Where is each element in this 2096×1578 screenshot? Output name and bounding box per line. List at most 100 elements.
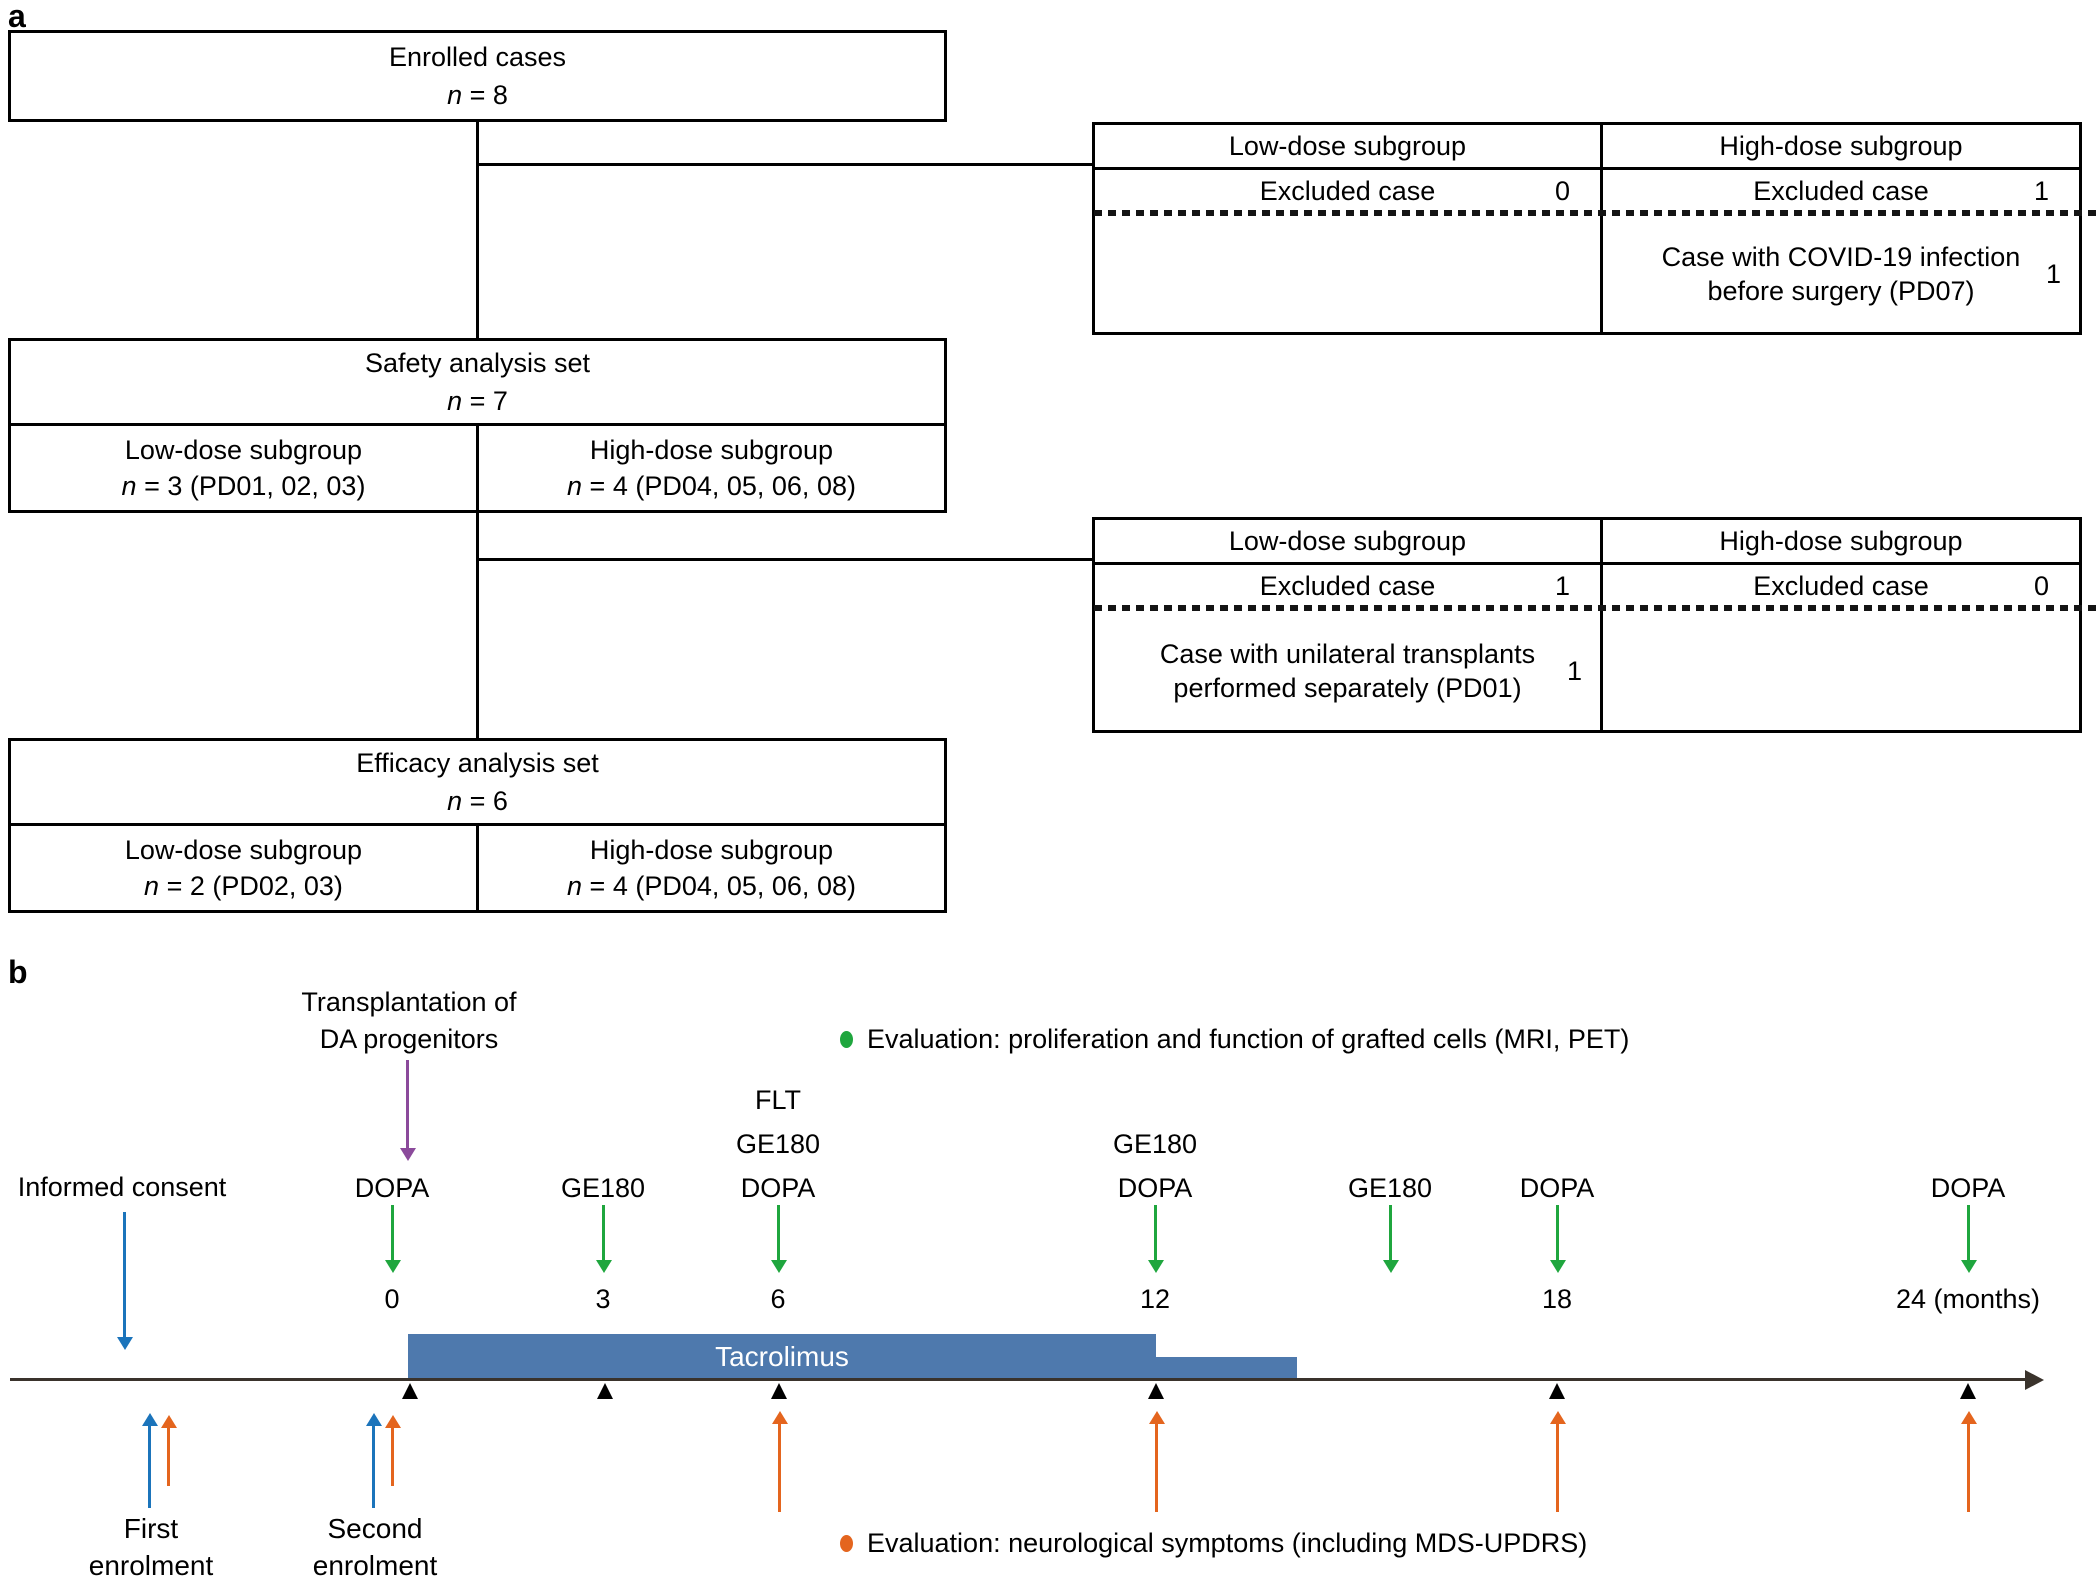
enrolled-cases-n: n = 8 bbox=[447, 80, 508, 110]
scan-arrow-icon bbox=[1967, 1205, 1970, 1260]
timeline-event-labels: DOPA bbox=[1931, 1166, 2006, 1210]
reason-line: Case with unilateral transplants bbox=[1159, 638, 1536, 669]
connector-line bbox=[476, 120, 479, 338]
row-divider bbox=[11, 423, 944, 426]
assessment-arrow-icon bbox=[1155, 1424, 1158, 1512]
enrolled-cases-box: Enrolled cases n = 8 bbox=[8, 30, 947, 122]
axis-tick-icon bbox=[771, 1383, 787, 1399]
informed-consent-label: Informed consent bbox=[17, 1172, 227, 1202]
transplant-arrow-icon bbox=[406, 1060, 409, 1148]
timeline-event-labels: GE180 bbox=[561, 1166, 645, 1210]
row-divider bbox=[11, 823, 944, 826]
subgroup-title: Low-dose subgroup bbox=[124, 435, 363, 465]
informed-consent-arrow-icon bbox=[123, 1212, 126, 1337]
scan-label: DOPA bbox=[354, 1173, 430, 1203]
scan-arrow-icon bbox=[1556, 1205, 1559, 1260]
safety-n: n = 7 bbox=[447, 386, 508, 416]
assessment-arrow-icon bbox=[391, 1428, 394, 1486]
column-divider bbox=[1600, 125, 1603, 332]
enrolment-arrow-icon bbox=[372, 1426, 375, 1508]
table1-excluded-high: Excluded case 1 bbox=[1603, 170, 2079, 212]
evaluation-bottom-text: Evaluation: neurological symptoms (inclu… bbox=[867, 1528, 1588, 1558]
subgroup-n: n = 2 (PD02, 03) bbox=[144, 871, 343, 901]
second-enrolment-label: Second enrolment bbox=[313, 1510, 438, 1578]
connector-line bbox=[479, 558, 1092, 561]
transplant-line: Transplantation of bbox=[301, 987, 517, 1017]
efficacy-title: Efficacy analysis set bbox=[356, 748, 599, 778]
enrolment-line: enrolment bbox=[312, 1550, 438, 1578]
month-label: 6 bbox=[770, 1284, 786, 1314]
scan-label: GE180 bbox=[1112, 1129, 1198, 1159]
enrolled-cases-title: Enrolled cases bbox=[388, 42, 567, 72]
timeline-axis bbox=[10, 1378, 2026, 1381]
connector-line bbox=[476, 513, 479, 738]
subgroup-title: Low-dose subgroup bbox=[124, 835, 363, 865]
reason-count: 1 bbox=[2045, 259, 2061, 289]
safety-title-area: Safety analysis set n = 7 bbox=[11, 341, 944, 423]
timeline-event-labels: GE180 DOPA bbox=[1113, 1122, 1197, 1210]
excluded-count: 1 bbox=[1554, 571, 1570, 601]
enrolment-line: Second bbox=[327, 1513, 423, 1544]
scan-label: DOPA bbox=[1117, 1173, 1193, 1203]
excluded-count: 1 bbox=[2033, 176, 2049, 206]
scan-label: GE180 bbox=[560, 1173, 646, 1203]
table2-excluded-low: Excluded case 1 bbox=[1095, 565, 1600, 607]
transplant-line: DA progenitors bbox=[319, 1024, 499, 1054]
assessment-arrow-icon bbox=[167, 1428, 170, 1486]
reason-line: Case with COVID-19 infection bbox=[1661, 242, 2021, 272]
header-divider bbox=[1095, 562, 2079, 565]
timeline-event-labels: FLT GE180 DOPA bbox=[736, 1078, 820, 1210]
evaluation-top-legend: Evaluation: proliferation and function o… bbox=[840, 1024, 1629, 1055]
enrolment-line: enrolment bbox=[88, 1550, 214, 1578]
connector-line bbox=[479, 163, 1092, 166]
scan-label: FLT bbox=[755, 1085, 801, 1115]
evaluation-bottom-legend: Evaluation: neurological symptoms (inclu… bbox=[840, 1528, 1587, 1559]
axis-tick-icon bbox=[1960, 1383, 1976, 1399]
column-divider bbox=[476, 826, 479, 910]
safety-low-cell: Low-dose subgroup n = 3 (PD01, 02, 03) bbox=[11, 426, 476, 510]
scan-label: DOPA bbox=[1519, 1173, 1595, 1203]
green-bullet-icon bbox=[840, 1031, 853, 1048]
column-divider bbox=[1600, 520, 1603, 730]
transplant-label: Transplantation of DA progenitors bbox=[301, 984, 516, 1058]
reason-count: 1 bbox=[1566, 655, 1582, 686]
timeline-event-labels: GE180 bbox=[1348, 1166, 1432, 1210]
excluded-label: Excluded case bbox=[1753, 176, 1929, 206]
efficacy-high-cell: High-dose subgroup n = 4 (PD04, 05, 06, … bbox=[479, 826, 944, 910]
efficacy-n: n = 6 bbox=[447, 786, 508, 816]
excluded-label: Excluded case bbox=[1259, 176, 1436, 206]
table1-header-low: Low-dose subgroup bbox=[1228, 131, 1467, 161]
evaluation-top-text: Evaluation: proliferation and function o… bbox=[867, 1024, 1630, 1054]
scan-label: GE180 bbox=[1347, 1173, 1433, 1203]
enrolment-line: First bbox=[123, 1513, 179, 1544]
safety-title: Safety analysis set bbox=[364, 348, 591, 378]
month-label: 3 bbox=[595, 1284, 611, 1314]
table1-header-high: High-dose subgroup bbox=[1719, 131, 1963, 161]
header-divider bbox=[1095, 167, 2079, 170]
scan-label: DOPA bbox=[740, 1173, 816, 1203]
axis-tick-icon bbox=[1148, 1383, 1164, 1399]
scan-label: DOPA bbox=[1930, 1173, 2006, 1203]
column-divider bbox=[476, 426, 479, 510]
month-label: 12 bbox=[1139, 1284, 1171, 1314]
tacrolimus-bar: Tacrolimus bbox=[408, 1334, 1156, 1379]
tacrolimus-label: Tacrolimus bbox=[715, 1340, 849, 1372]
table1-excluded-low: Excluded case 0 bbox=[1095, 170, 1600, 212]
table2-excluded-high: Excluded case 0 bbox=[1603, 565, 2079, 607]
panel-a-label: a bbox=[8, 0, 26, 34]
subgroup-title: High-dose subgroup bbox=[589, 435, 834, 465]
subgroup-n: n = 4 (PD04, 05, 06, 08) bbox=[567, 471, 856, 501]
efficacy-low-cell: Low-dose subgroup n = 2 (PD02, 03) bbox=[11, 826, 476, 910]
safety-high-cell: High-dose subgroup n = 4 (PD04, 05, 06, … bbox=[479, 426, 944, 510]
dashed-separator bbox=[1094, 210, 2096, 216]
month-label: 0 bbox=[384, 1284, 400, 1314]
scan-arrow-icon bbox=[777, 1205, 780, 1260]
first-enrolment-label: First enrolment bbox=[89, 1510, 214, 1578]
table1-reason-high: Case with COVID-19 infection before surg… bbox=[1603, 216, 2079, 332]
safety-analysis-box: Safety analysis set n = 7 Low-dose subgr… bbox=[8, 338, 947, 513]
dashed-separator bbox=[1094, 605, 2096, 611]
exclusion-table-2: Low-dose subgroup High-dose subgroup Exc… bbox=[1092, 517, 2082, 733]
assessment-arrow-icon bbox=[1967, 1424, 1970, 1512]
table2-reason-low: Case with unilateral transplants perform… bbox=[1095, 611, 1600, 730]
